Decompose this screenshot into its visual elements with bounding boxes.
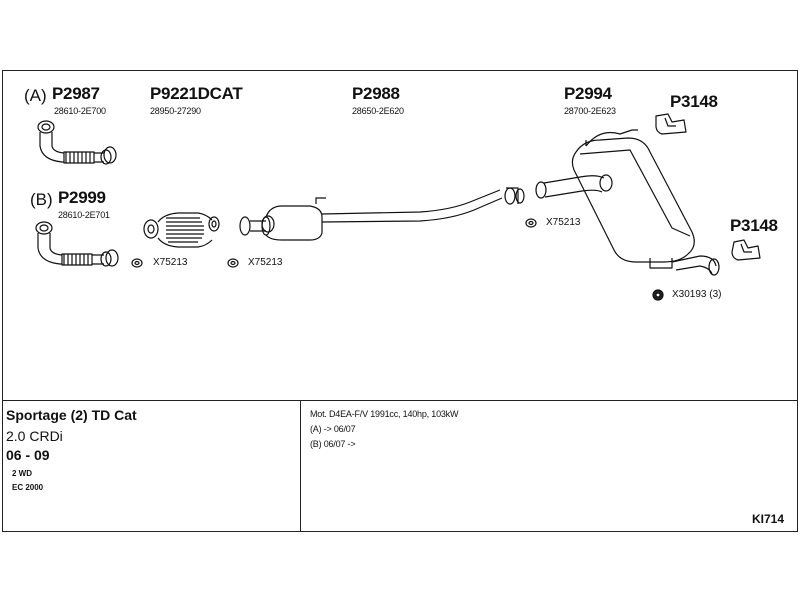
hanger-top-drawing bbox=[655, 113, 687, 135]
oem-code-p2987: 28610-2E700 bbox=[54, 106, 106, 116]
oem-code-p2988: 28650-2E620 bbox=[352, 106, 404, 116]
part-number-p2988[interactable]: P2988 bbox=[352, 84, 400, 103]
middle-pipe-drawing bbox=[239, 187, 525, 241]
vehicle-emission: EC 2000 bbox=[12, 483, 44, 492]
variant-b-marker: (B) bbox=[30, 190, 53, 209]
vehicle-model: Sportage (2) TD Cat bbox=[6, 407, 137, 423]
oem-code-p2999: 28610-2E701 bbox=[58, 210, 110, 220]
info-divider bbox=[2, 400, 798, 401]
rear-silencer-drawing bbox=[535, 129, 720, 276]
variant-a-date: (A) -> 06/07 bbox=[310, 424, 356, 434]
clamp-label-3[interactable]: X75213 bbox=[546, 217, 581, 228]
part-number-p2987[interactable]: P2987 bbox=[52, 84, 100, 103]
vehicle-years: 06 - 09 bbox=[6, 447, 50, 463]
clamp-label-2[interactable]: X75213 bbox=[248, 257, 283, 268]
clamp-symbols bbox=[131, 218, 664, 301]
part-number-p2999[interactable]: P2999 bbox=[58, 188, 106, 207]
part-number-p9221dcat[interactable]: P9221DCAT bbox=[150, 84, 243, 103]
variant-a-marker: (A) bbox=[24, 86, 47, 105]
oem-code-p2994: 28700-2E623 bbox=[564, 106, 616, 116]
rubber-mount-label[interactable]: X30193 (3) bbox=[672, 289, 722, 300]
part-number-p3148-top[interactable]: P3148 bbox=[670, 92, 718, 111]
motor-spec: Mot. D4EA-F/V 1991cc, 140hp, 103kW bbox=[310, 409, 459, 419]
front-pipe-b-drawing bbox=[35, 221, 119, 267]
catalyst-drawing bbox=[143, 212, 220, 248]
vehicle-drive: 2 WD bbox=[12, 469, 32, 478]
front-pipe-a-drawing bbox=[37, 120, 117, 165]
part-number-p3148-right[interactable]: P3148 bbox=[730, 216, 778, 235]
oem-code-p9221dcat: 28950-27290 bbox=[150, 106, 201, 116]
vehicle-engine: 2.0 CRDi bbox=[6, 428, 63, 444]
diagram-frame bbox=[2, 70, 798, 532]
part-number-p2994[interactable]: P2994 bbox=[564, 84, 612, 103]
hanger-right-drawing bbox=[731, 239, 761, 261]
clamp-label-1[interactable]: X75213 bbox=[153, 257, 188, 268]
diagram-id: KI714 bbox=[752, 512, 785, 526]
variant-b-date: (B) 06/07 -> bbox=[310, 439, 356, 449]
info-column-divider bbox=[300, 400, 301, 532]
